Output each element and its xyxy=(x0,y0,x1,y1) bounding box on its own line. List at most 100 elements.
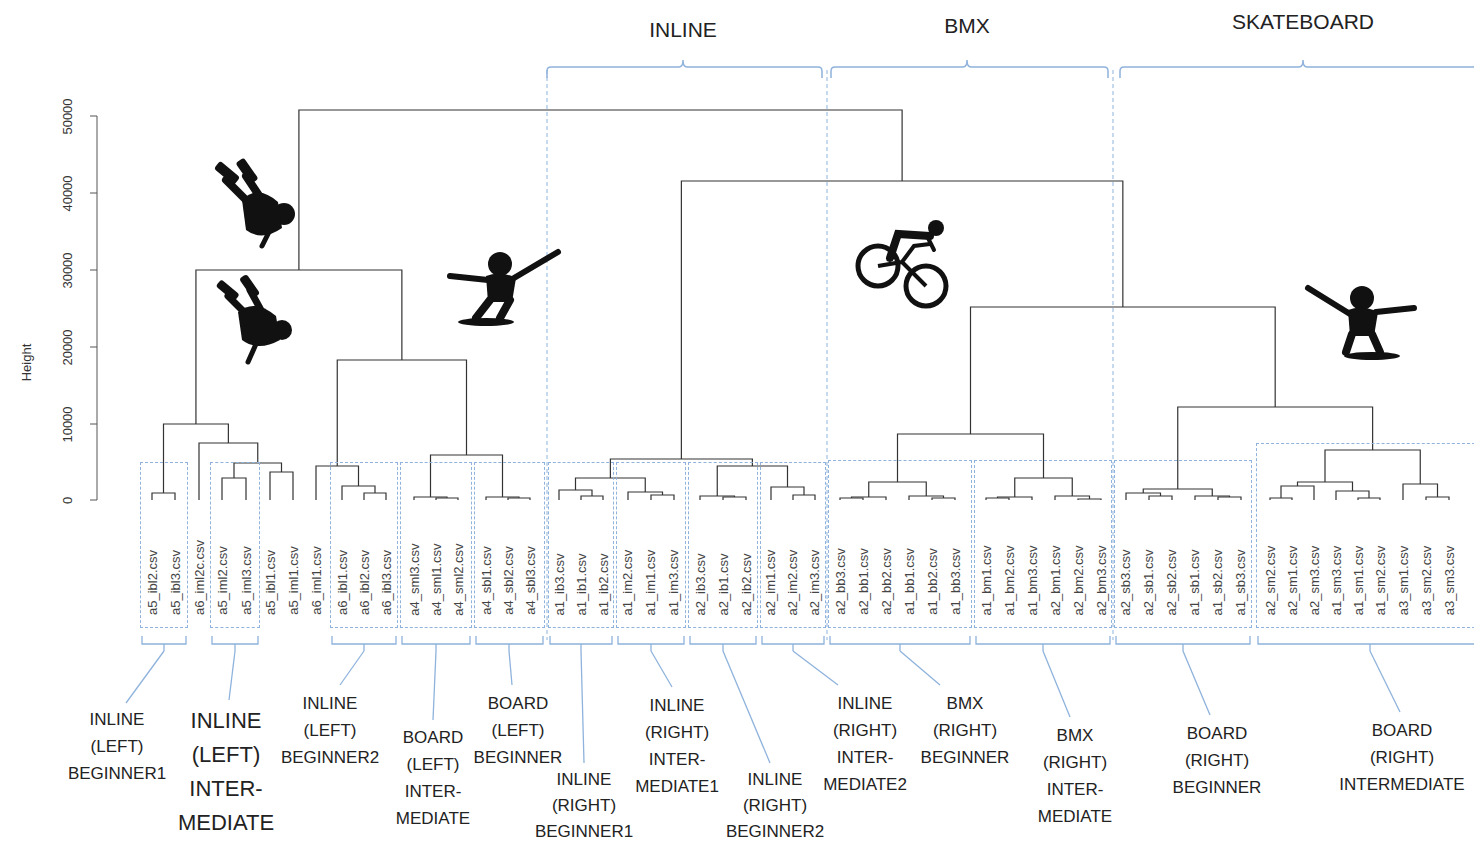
cluster-box: a5_ibl2.csv a5_ibl3.csv xyxy=(140,462,188,628)
dendrogram-link xyxy=(1218,497,1241,500)
leaf-label: a1_im1.csv xyxy=(643,549,658,615)
leaf-label: a4_sml3.csv xyxy=(407,543,422,615)
leaf-label: a1_bb3.csv xyxy=(947,548,962,615)
leaf-label: a1_im3.csv xyxy=(666,549,681,615)
leaf-label: a5_ibl2.csv xyxy=(145,550,160,615)
dendrogram-link xyxy=(234,463,282,478)
leaf-label: a1_sb1.csv xyxy=(1187,549,1202,615)
dendrogram-link xyxy=(152,493,175,500)
leaf-label: a2_sb1.csv xyxy=(1141,549,1156,615)
leaf-label: a2_bb1.csv xyxy=(855,548,870,615)
cluster-box: a1_im2.csv a1_im1.csv a1_im3.csv xyxy=(616,462,686,628)
dendrogram-link xyxy=(852,497,887,500)
dendrogram-link xyxy=(898,434,1044,482)
leaf-label: a1_bb2.csv xyxy=(924,548,939,615)
cluster-name: BOARD (RIGHT) BEGINNER xyxy=(1173,720,1262,801)
dendrogram-link xyxy=(1336,491,1369,500)
dendrogram-link xyxy=(1178,407,1373,489)
dendrogram-link xyxy=(840,498,863,500)
dendrogram-link xyxy=(717,466,787,496)
leaf-label: a2_bb3.csv xyxy=(832,548,847,615)
axis-tick-label: 30000 xyxy=(60,252,75,288)
leaf-label: a5_iml3.csv xyxy=(238,546,253,615)
leaf-label: a2_im1.csv xyxy=(763,549,778,615)
cluster-name: INLINE (RIGHT) INTER- MEDIATE2 xyxy=(823,690,907,798)
cluster-box: a2_im1.csva2_im2.csva2_im3.csv xyxy=(760,462,826,628)
cluster-box: a4_sml3.csva4_sml1.csva4_sml2.csv xyxy=(400,462,472,628)
leaf-label: a2_ib2.csv xyxy=(739,553,754,615)
dendrogram-link xyxy=(316,466,359,500)
leaf-label: a2_bm2.csv xyxy=(1071,545,1086,615)
dendrogram-link xyxy=(414,497,447,500)
cluster-name: BOARD (LEFT) INTER- MEDIATE xyxy=(396,724,470,832)
dendrogram-link xyxy=(199,443,258,500)
leaf-label: a3_sm3.csv xyxy=(1442,546,1457,615)
leaf-label: a2_ib3.csv xyxy=(693,553,708,615)
leaf-label: a4_sbl3.csv xyxy=(522,546,537,615)
leaf-label: a3_sm2.csv xyxy=(1419,546,1434,615)
cluster-name: INLINE (LEFT) BEGINNER1 xyxy=(68,706,166,787)
leaf-label: a1_sb3.csv xyxy=(1233,549,1248,615)
leaf-label: a4_sml1.csv xyxy=(429,543,444,615)
cluster-box: a2_sm2.csva2_sm1.csva2_sm3.csva1_sm3.csv… xyxy=(1256,443,1474,628)
leaf-label: a1_sb2.csv xyxy=(1210,549,1225,615)
leaf-label: a2_bm1.csv xyxy=(1048,545,1063,615)
cluster-name: INLINE (RIGHT) BEGINNER1 xyxy=(535,767,633,845)
cluster-name: BOARD (LEFT) BEGINNER xyxy=(474,690,563,771)
dendrogram-link xyxy=(909,496,944,500)
cluster-brackets xyxy=(142,636,1474,651)
dendrogram-link xyxy=(1403,484,1438,500)
dendrogram-link xyxy=(1015,478,1073,497)
leaf-label: a1_sm3.csv xyxy=(1329,546,1344,615)
dendrogram-link xyxy=(971,307,1276,434)
skateboarder-icon xyxy=(450,252,558,326)
leaf-label: a1_ib3.csv xyxy=(552,553,567,615)
dendrogram-link xyxy=(1358,498,1380,500)
axis-tick-label: 20000 xyxy=(60,329,75,365)
bmx-rider-icon xyxy=(858,220,946,306)
leaf-label: a2_bb2.csv xyxy=(878,548,893,615)
leaf-label: a6_iml1.csv xyxy=(308,546,323,615)
group-heading: INLINE xyxy=(649,18,717,42)
leaf-label: a6_ibl1.csv xyxy=(335,550,350,615)
dendrogram-link xyxy=(436,498,458,500)
dendrogram-link xyxy=(364,493,386,500)
group-heading: SKATEBOARD xyxy=(1232,10,1374,34)
dendrogram-link xyxy=(932,498,955,500)
axis-tick-label: 40000 xyxy=(60,175,75,211)
dendrogram-link xyxy=(651,495,674,500)
dendrogram-link xyxy=(1078,499,1101,500)
dendrogram-link xyxy=(1143,489,1212,496)
cluster-box: a2_sb3.csva2_sb1.csva2_sb2.csva1_sb1.csv… xyxy=(1114,460,1252,628)
dendrogram-link xyxy=(723,497,746,500)
dendrogram-link xyxy=(486,497,519,500)
leaf-label: a5_iml1.csv xyxy=(285,546,300,615)
leaf-label: a6_ibl2.csv xyxy=(357,550,372,615)
leaf-label: a5_ibl3.csv xyxy=(168,550,183,615)
dendrogram-link xyxy=(576,478,646,492)
dendrogram-link xyxy=(196,270,402,424)
cluster-name: BMX (RIGHT) BEGINNER xyxy=(921,690,1010,771)
dendrogram-link xyxy=(222,478,246,500)
cluster-box: a1_ib3.csva1_ib1.csva1_ib2.csv xyxy=(548,462,614,628)
group-heading: BMX xyxy=(944,14,990,38)
leaf-label: a5_iml2.csv xyxy=(214,546,229,615)
dendrogram-link xyxy=(1055,496,1090,500)
dendrogram-link xyxy=(1325,450,1420,484)
dendrogram-link xyxy=(1270,498,1292,500)
cluster-box: a2_bb3.csv a2_bb1.csv a2_bb2.csv a1_bb1.csv… xyxy=(828,460,972,628)
leaf-label: a1_bm2.csv xyxy=(1002,545,1017,615)
leaf-label: a6_ibl3.csv xyxy=(379,550,394,615)
leaf-label: a1_sm1.csv xyxy=(1351,546,1366,615)
dendrogram-link xyxy=(869,482,927,497)
leaf-label: a1_im2.csv xyxy=(620,549,635,615)
dendrogram-link xyxy=(1149,496,1172,500)
dendrogram-link xyxy=(270,472,293,500)
dendrogram-link xyxy=(793,495,815,500)
group-separators xyxy=(547,70,1113,640)
cluster-name: INLINE (RIGHT) BEGINNER2 xyxy=(726,767,824,845)
dendrogram-link xyxy=(1298,482,1353,491)
leaf-label: a1_bb1.csv xyxy=(901,548,916,615)
dendrogram-link xyxy=(628,492,663,500)
leaf-label: a2_sb2.csv xyxy=(1164,549,1179,615)
